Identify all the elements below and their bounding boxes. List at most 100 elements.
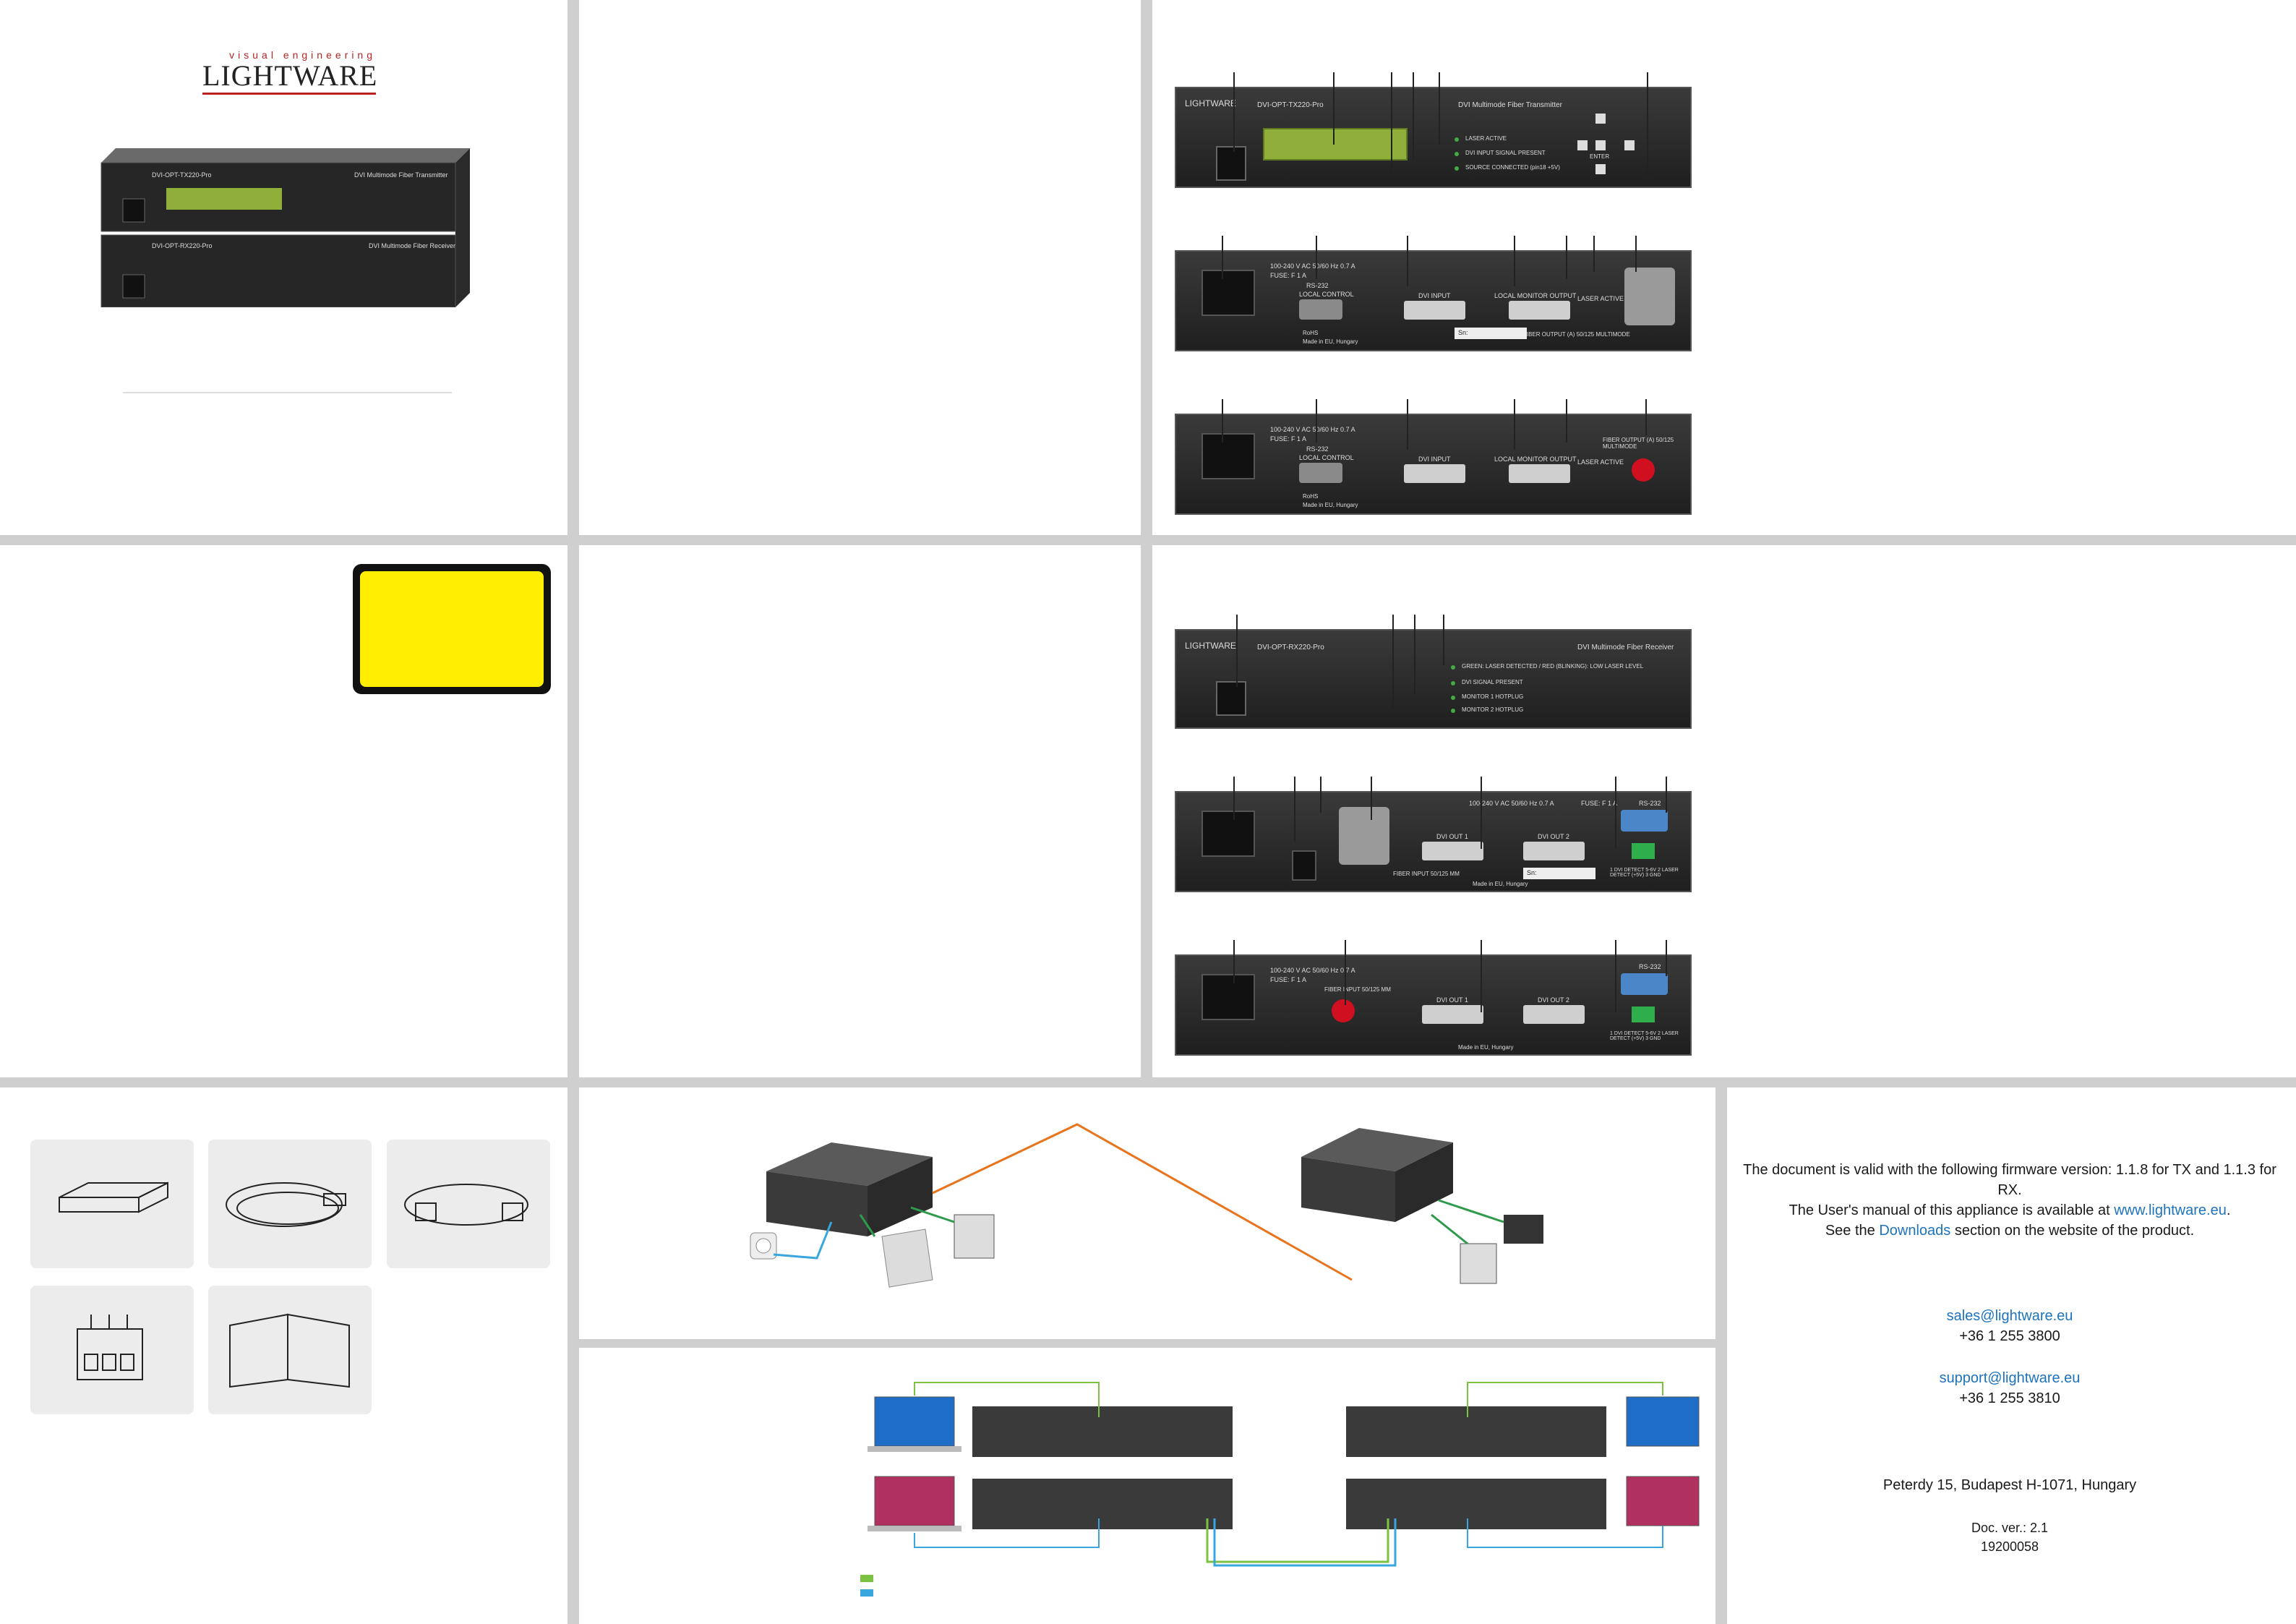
tx-rear2-local-control: LOCAL CONTROL bbox=[1299, 454, 1354, 461]
tx-rear1-rohs: RoHS bbox=[1303, 330, 1319, 336]
rx-front-led-2 bbox=[1451, 681, 1455, 685]
rx-rear2-power-socket bbox=[1201, 974, 1255, 1020]
callout-tx-r1-2 bbox=[1316, 236, 1317, 279]
tx-led-label-2: DVI INPUT SIGNAL PRESENT bbox=[1465, 150, 1546, 156]
power-cable-icon bbox=[226, 1182, 346, 1227]
callout-rx-r1-7 bbox=[1666, 777, 1667, 813]
rx-rear2-dvi-port1 bbox=[1422, 1005, 1483, 1024]
rx-rear1-sn-box bbox=[1523, 868, 1595, 879]
info-address: Peterdy 15, Budapest H-1071, Hungary bbox=[1735, 1475, 2284, 1495]
stack-tx-model: DVI-OPT-TX220-Pro bbox=[152, 171, 212, 179]
rx-rear2-dvi-out1: DVI OUT 1 bbox=[1436, 996, 1468, 1004]
downloads-link[interactable]: Downloads bbox=[1879, 1223, 1951, 1239]
rx-rear1-made-in: Made in EU, Hungary bbox=[1473, 881, 1528, 887]
sales-email-link[interactable]: sales@lightware.eu bbox=[1946, 1308, 2073, 1324]
rx-rear1-gpio-label: 1 DVI DETECT 5-6V 2 LASER DETECT (+5V) 3… bbox=[1610, 868, 1679, 878]
rx-rear2-fiber-port-red bbox=[1332, 999, 1355, 1022]
box-item-device bbox=[30, 1140, 194, 1268]
tx-btn-enter[interactable] bbox=[1595, 140, 1606, 150]
callout-tx-r2-6 bbox=[1645, 399, 1647, 435]
tx-rear2-laser-active: LASER ACTIVE bbox=[1577, 458, 1624, 466]
callout-tx-r1-1 bbox=[1222, 236, 1223, 279]
callout-tx-f4 bbox=[1413, 72, 1414, 159]
info-doc: Doc. ver.: 2.1 19200058 bbox=[1735, 1518, 2284, 1556]
brand-logo: visual engineering LIGHTWARE bbox=[202, 49, 378, 100]
callout-tx-r2-4 bbox=[1514, 399, 1515, 450]
support-email-link[interactable]: support@lightware.eu bbox=[1939, 1370, 2081, 1386]
box-item-documents bbox=[208, 1286, 372, 1414]
box-item-terminal-block bbox=[30, 1286, 194, 1414]
loop-diagram-svg bbox=[860, 1382, 1700, 1597]
callout-tx-r1-4 bbox=[1514, 236, 1515, 286]
manual-link[interactable]: www.lightware.eu bbox=[2114, 1202, 2227, 1218]
callout-tx-r2-1 bbox=[1222, 399, 1223, 443]
info-firmware: The document is valid with the following… bbox=[1735, 1160, 2284, 1241]
tx-btn-down[interactable] bbox=[1595, 164, 1606, 174]
tx-btn-up[interactable] bbox=[1595, 114, 1606, 124]
device-icon bbox=[59, 1181, 168, 1213]
callout-rx-r1-5 bbox=[1481, 777, 1482, 849]
callout-tx-r1-3 bbox=[1407, 236, 1408, 286]
callout-rx-f3 bbox=[1414, 615, 1415, 694]
rx-rear2-made-in: Made in EU, Hungary bbox=[1458, 1044, 1514, 1051]
see-line: See the Downloads section on the website… bbox=[1735, 1221, 2284, 1241]
rx-rear1-dvi-out1: DVI OUT 1 bbox=[1436, 833, 1468, 840]
product-stack-image: DVI-OPT-TX220-Pro DVI-OPT-RX220-Pro DVI … bbox=[94, 141, 470, 308]
callout-rx-f1 bbox=[1236, 615, 1238, 687]
terminal-block-icon bbox=[77, 1315, 143, 1380]
tx-rear2-rs232-label: RS-232 bbox=[1306, 445, 1329, 453]
callout-rx-r1-6 bbox=[1615, 777, 1616, 849]
stack-tx-title: DVI Multimode Fiber Transmitter bbox=[354, 171, 448, 179]
tx-rear1-fiber-label: FIBER OUTPUT (A) 50/125 MULTIMODE bbox=[1523, 331, 1630, 338]
callout-rx-r2-1 bbox=[1233, 940, 1235, 983]
loop-diagram bbox=[860, 1374, 1713, 1605]
tx-rear1-rs232-port bbox=[1299, 299, 1342, 320]
legend-blue-swatch bbox=[860, 1589, 873, 1597]
callout-rx-f2 bbox=[1392, 615, 1394, 709]
tx-btn-left[interactable] bbox=[1577, 140, 1588, 150]
rx-rear2-dvi-port2 bbox=[1523, 1005, 1585, 1024]
manual-suffix: . bbox=[2226, 1202, 2231, 1218]
tx-rear2-power-label: 100-240 V AC 50/60 Hz 0.7 A bbox=[1270, 426, 1355, 433]
tx-enter-label: ENTER bbox=[1590, 153, 1610, 160]
manual-prefix: The User's manual of this appliance is a… bbox=[1789, 1202, 2115, 1218]
rx-rear1-rs232-port bbox=[1621, 810, 1668, 832]
tx-rear2-fiber-label: FIBER OUTPUT (A) 50/125 MULTIMODE bbox=[1603, 437, 1674, 450]
callout-tx-f2 bbox=[1333, 72, 1335, 145]
brand-name: LIGHTWARE bbox=[202, 59, 378, 92]
address: Peterdy 15, Budapest H-1071, Hungary bbox=[1882, 1477, 2137, 1493]
tx-front-model: DVI-OPT-TX220-Pro bbox=[1257, 101, 1324, 109]
tx-rear1-made-in: Made in EU, Hungary bbox=[1303, 338, 1358, 345]
tx-rear2-made-in: Made in EU, Hungary bbox=[1303, 502, 1358, 508]
tx-btn-right[interactable] bbox=[1624, 140, 1635, 150]
callout-rx-f4 bbox=[1443, 615, 1444, 665]
rx-rear1-fuse-label: FUSE: F 1 A bbox=[1581, 800, 1618, 807]
callout-tx-r1-6 bbox=[1593, 236, 1595, 272]
callout-tx-r2-3 bbox=[1407, 399, 1408, 450]
rx-front-ir-window bbox=[1216, 681, 1246, 716]
box-item-dvi-cable bbox=[387, 1140, 550, 1268]
tx-rear1-dvi-label: DVI INPUT bbox=[1418, 292, 1451, 299]
tx-front-lcd bbox=[1263, 128, 1408, 161]
rx-led-label-4: MONITOR 2 HOTPLUG bbox=[1462, 706, 1524, 713]
rx-rear-panel-2: 100-240 V AC 50/60 Hz 0.7 A FUSE: F 1 A … bbox=[1175, 954, 1692, 1056]
tx-front-panel: LIGHTWARE DVI-OPT-TX220-Pro DVI Multimod… bbox=[1175, 87, 1692, 188]
callout-tx-f6 bbox=[1647, 72, 1648, 181]
rx-rear2-dvi-out2: DVI OUT 2 bbox=[1538, 996, 1569, 1004]
support-phone: +36 1 255 3810 bbox=[1959, 1390, 2060, 1406]
rx-front-panel: LIGHTWARE DVI-OPT-RX220-Pro DVI Multimod… bbox=[1175, 629, 1692, 729]
tx-rear1-local-control: LOCAL CONTROL bbox=[1299, 291, 1354, 298]
see-suffix: section on the website of the product. bbox=[1950, 1223, 2195, 1239]
divider-h3 bbox=[579, 1339, 1715, 1348]
callout-rx-r1-2 bbox=[1294, 777, 1295, 842]
rx-rear1-rs232-label: RS-232 bbox=[1639, 800, 1661, 807]
callout-tx-r2-5 bbox=[1566, 399, 1567, 443]
rx-rear2-rs232-port bbox=[1621, 973, 1668, 995]
rx-rear2-fiber-label: FIBER INPUT 50/125 MM bbox=[1324, 986, 1391, 993]
rx-front-led-3 bbox=[1451, 696, 1455, 700]
rx-rear1-sn-label: Sn: bbox=[1527, 869, 1537, 876]
rx-front-led-1 bbox=[1451, 665, 1455, 670]
tx-rear1-monitor-port bbox=[1509, 301, 1570, 320]
connection-diagram bbox=[737, 1114, 1576, 1316]
tx-rear1-local-monitor: LOCAL MONITOR OUTPUT bbox=[1494, 292, 1577, 299]
